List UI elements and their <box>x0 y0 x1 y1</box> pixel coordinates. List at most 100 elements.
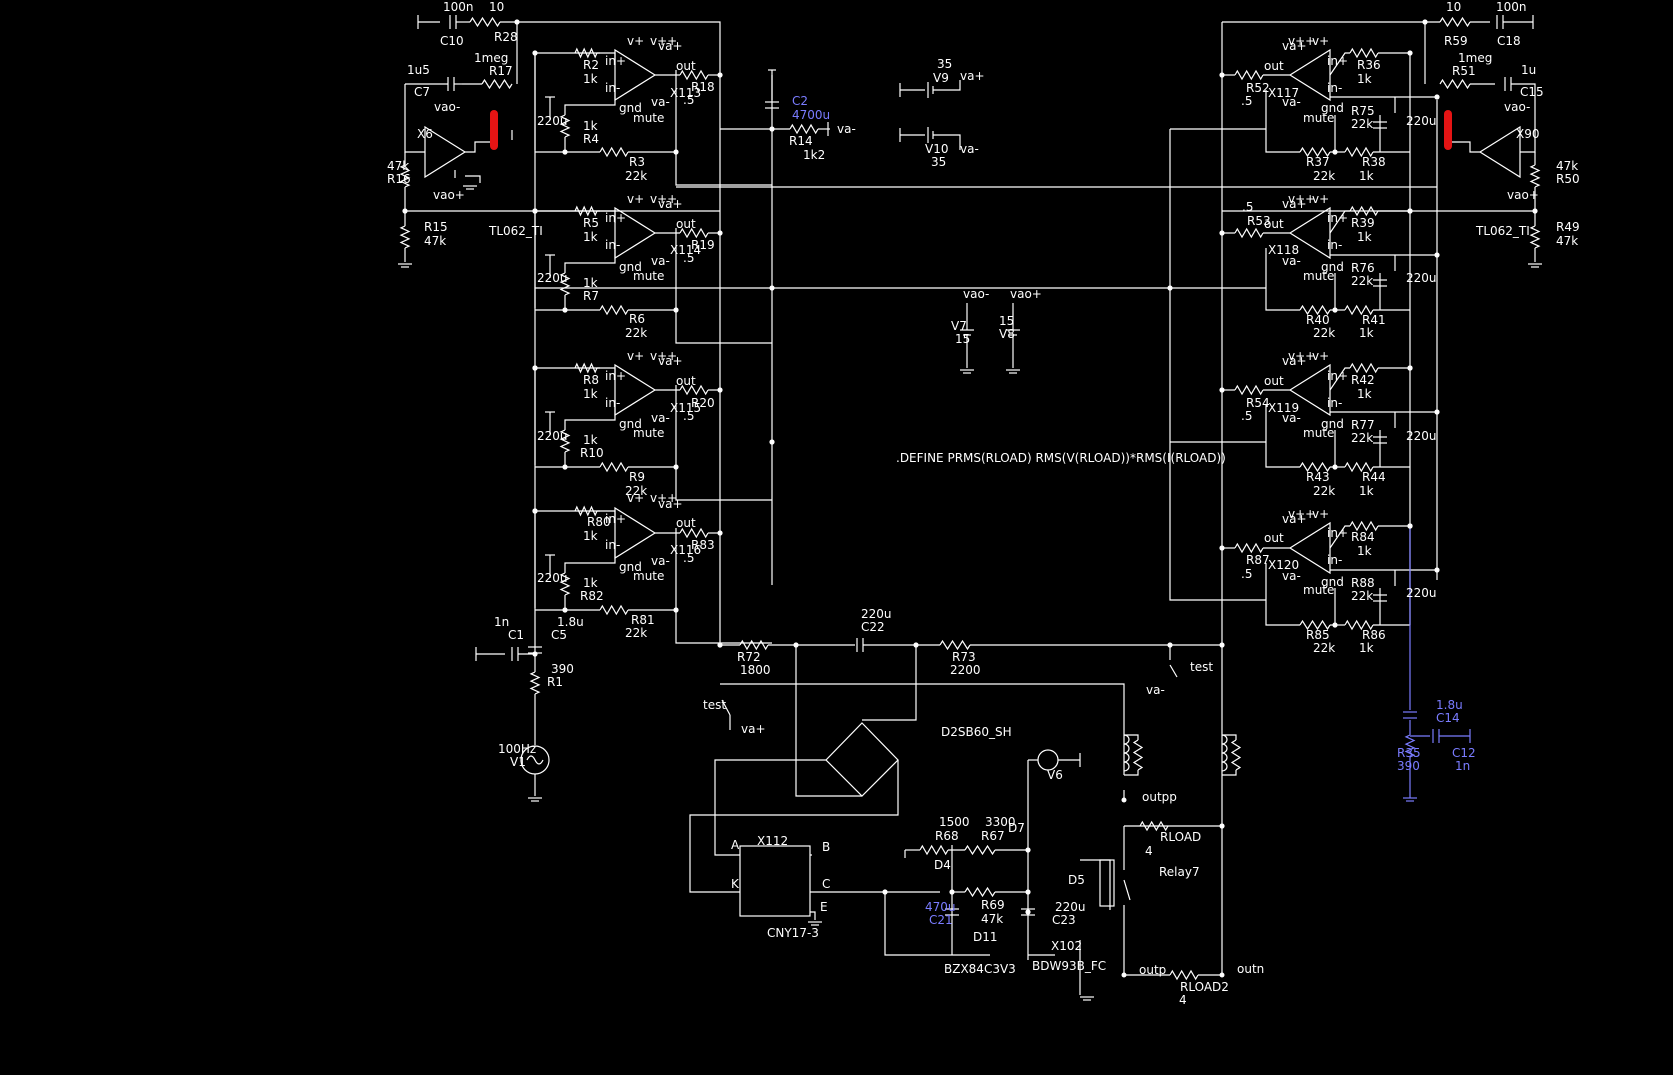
component-label: R86 <box>1362 628 1386 642</box>
component-label: va- <box>1282 569 1301 583</box>
wire <box>1169 664 1178 678</box>
wire <box>1450 141 1480 153</box>
opamp-symbol <box>1288 363 1331 417</box>
wire <box>675 310 772 344</box>
component-label: 47k <box>387 159 409 173</box>
component-label: R50 <box>1556 172 1580 186</box>
component-label: 22k <box>1313 484 1335 498</box>
component-label: va+ <box>658 497 683 511</box>
resistor-symbol <box>1349 205 1379 217</box>
inductor-coil <box>1123 752 1130 763</box>
wire <box>810 911 816 920</box>
opamp-symbol <box>614 48 657 102</box>
component-label: X114 <box>670 243 701 257</box>
probe-marker <box>1444 110 1452 150</box>
component-label: CNY17-3 <box>767 926 819 940</box>
resistor-symbol <box>679 69 709 81</box>
component-label: C23 <box>1052 913 1076 927</box>
component-label: 1u5 <box>407 63 430 77</box>
probe-marker <box>490 110 498 150</box>
wire <box>1222 187 1536 212</box>
component-label: 4700u <box>792 108 830 122</box>
component-label: V7 <box>951 319 967 333</box>
junction-dot <box>532 208 538 214</box>
component-label: 100n <box>443 0 474 14</box>
component-label: va+ <box>960 69 985 83</box>
wire <box>689 760 899 893</box>
component-label: R80 <box>587 515 611 529</box>
wire <box>714 759 826 856</box>
junction-dot <box>673 307 679 313</box>
component-label: test <box>1190 660 1213 674</box>
component-label: R18 <box>691 80 715 94</box>
component-label: B <box>822 840 830 854</box>
resistor-symbol <box>1234 542 1264 554</box>
component-label: 35 <box>937 57 952 71</box>
resistor-symbol <box>599 461 629 473</box>
component-label: va+ <box>658 354 683 368</box>
component-label: v++ <box>1288 507 1315 521</box>
resistor-symbol <box>529 671 541 695</box>
wire <box>721 699 731 716</box>
component-label: C2 <box>792 94 808 108</box>
component-label: 220u <box>537 114 568 128</box>
resistor-symbol <box>1439 16 1471 28</box>
junction-dot <box>1407 365 1413 371</box>
resistor-symbol <box>1299 304 1331 316</box>
component-label: outn <box>1237 962 1264 976</box>
resistor-symbol <box>1529 225 1541 249</box>
component-label: 1k <box>1359 326 1374 340</box>
component-label: R36 <box>1357 58 1381 72</box>
component-label: 1k <box>583 276 598 290</box>
resistor-symbol <box>559 572 571 596</box>
relay-coil-symbol <box>1099 859 1115 907</box>
component-label: vao+ <box>433 188 465 202</box>
component-label: R81 <box>631 613 655 627</box>
component-label: .5 <box>683 93 694 107</box>
resistor-symbol <box>1404 734 1416 758</box>
resistor-symbol <box>1439 78 1471 90</box>
component-label: R16 <box>387 172 411 186</box>
opamp-symbol <box>1288 48 1331 102</box>
component-label: v+ <box>1312 507 1329 521</box>
junction-dot <box>1025 889 1031 895</box>
component-label: X6 <box>417 127 433 141</box>
component-label: R44 <box>1362 470 1386 484</box>
component-label: vao- <box>434 100 460 114</box>
component-label: R15 <box>424 220 448 234</box>
component-label: 1meg <box>1458 51 1492 65</box>
component-label: vao- <box>1504 100 1530 114</box>
component-label: in+ <box>605 512 626 526</box>
voltage-source-symbol <box>1037 749 1059 771</box>
junction-dot <box>532 50 538 56</box>
wire <box>1124 734 1139 740</box>
component-label: R68 <box>935 829 959 843</box>
junction-dot <box>1407 50 1413 56</box>
junction-dot <box>1219 545 1225 551</box>
component-label: V6 <box>1047 768 1063 782</box>
resistor-symbol <box>1139 820 1169 832</box>
junction-dot <box>949 889 955 895</box>
component-label: R39 <box>1351 216 1375 230</box>
component-label: R6 <box>629 312 645 326</box>
component-label: X119 <box>1268 401 1299 415</box>
component-label: test <box>703 698 726 712</box>
component-label: 100n <box>1496 0 1527 14</box>
component-label: va- <box>837 122 856 136</box>
junction-dot <box>673 464 679 470</box>
resistor-symbol <box>789 123 819 135</box>
component-label: R67 <box>981 829 1005 843</box>
component-label: 22k <box>1351 431 1373 445</box>
component-label: va- <box>651 95 670 109</box>
junction-dot <box>1167 285 1173 291</box>
inductor-coil <box>1221 734 1228 745</box>
component-label: D7 <box>1008 821 1025 835</box>
component-label: C12 <box>1452 746 1476 760</box>
component-label: in+ <box>605 369 626 383</box>
junction-dot <box>1332 149 1338 155</box>
junction-dot <box>1332 622 1338 628</box>
component-label: 220u <box>537 571 568 585</box>
component-label: R52 <box>1246 81 1270 95</box>
spice-directive[interactable]: .DEFINE PRMS(RLOAD) RMS(V(RLOAD))*RMS(I(… <box>896 451 1226 465</box>
